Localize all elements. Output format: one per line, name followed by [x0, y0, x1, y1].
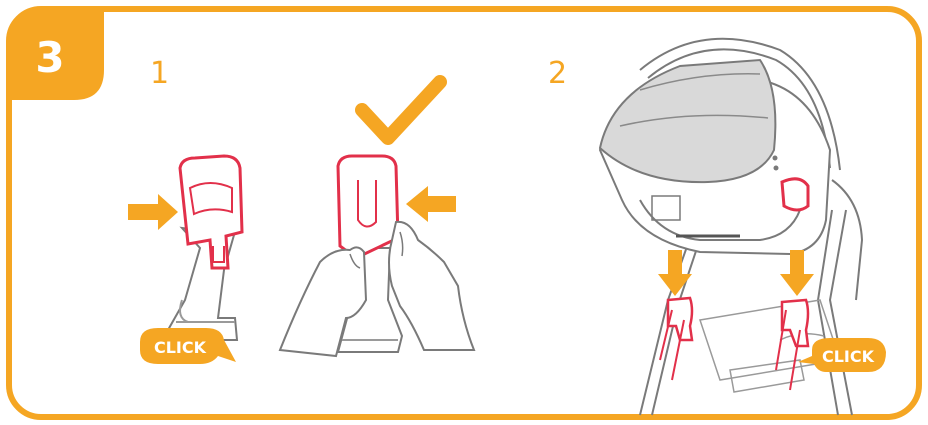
- arrow-left-icon: [406, 186, 456, 222]
- click-label-1: CLICK: [154, 338, 207, 357]
- frame-border: [6, 6, 922, 420]
- arrow-right-icon: [128, 194, 178, 230]
- adapter-clip-left: [178, 154, 244, 270]
- left-hand: [278, 246, 368, 358]
- step-number: 3: [35, 33, 64, 82]
- click-badge-1: CLICK: [140, 328, 236, 364]
- substep-label-1: 1: [150, 56, 169, 91]
- canopy: [598, 58, 777, 184]
- click-badge-2: CLICK: [798, 338, 886, 372]
- handle-release-knob: [780, 177, 810, 212]
- arrow-down-icon: [658, 250, 692, 296]
- adapter-clip-middle: [336, 154, 400, 260]
- arrow-down-icon-right: [780, 250, 814, 296]
- click-label-2: CLICK: [822, 347, 875, 366]
- adapter-illustration-middle: [278, 154, 476, 358]
- car-seat: [598, 37, 841, 256]
- substep-label-2: 2: [548, 56, 567, 91]
- stroller-adapter-left: [659, 296, 694, 381]
- adapter-illustration-left: [166, 154, 244, 341]
- right-hand: [388, 220, 476, 351]
- step-badge: [9, 9, 104, 100]
- check-icon: [355, 75, 447, 145]
- stroller-adapter-right: [775, 298, 810, 391]
